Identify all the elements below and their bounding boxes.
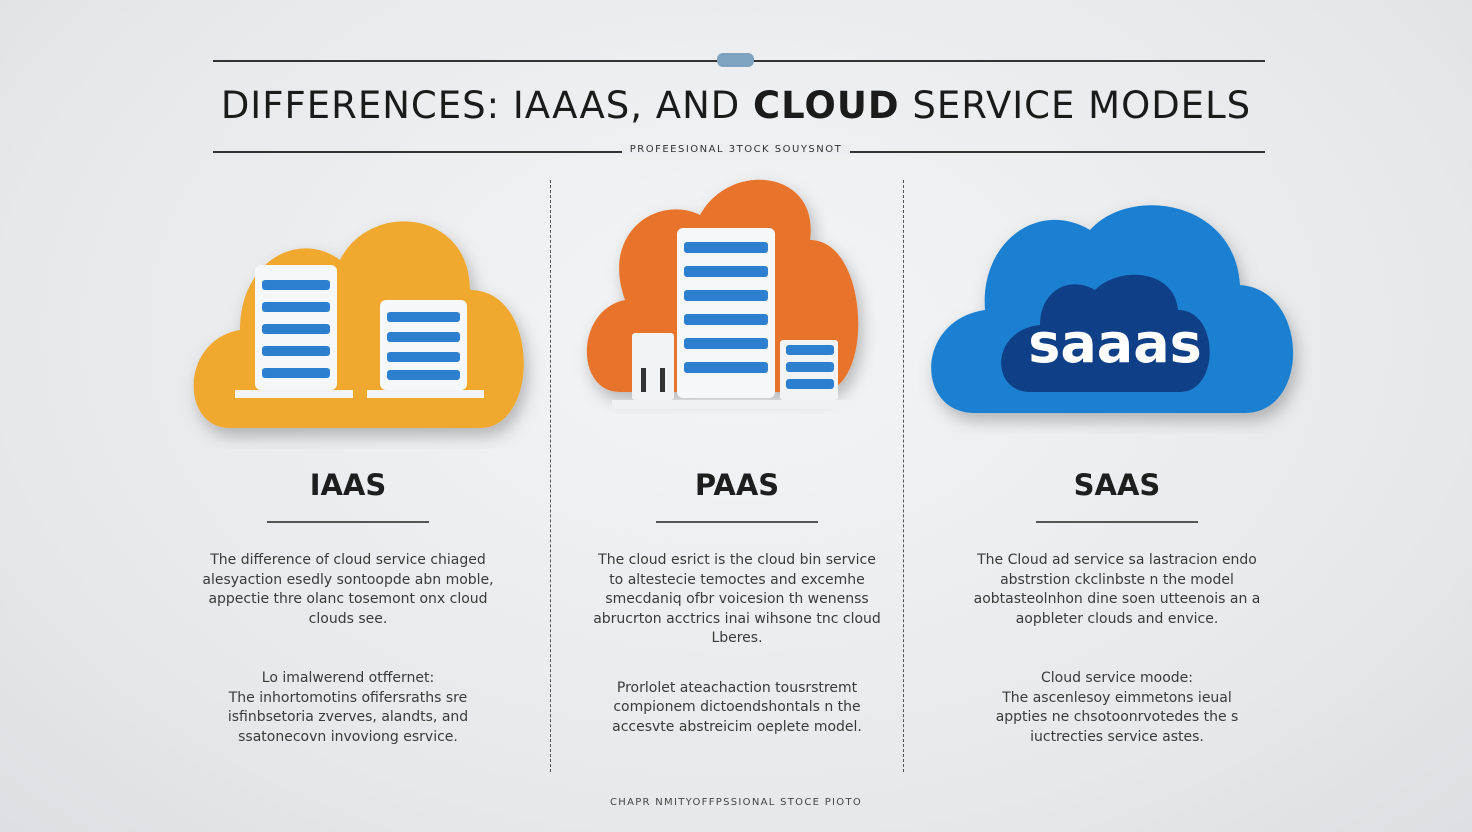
heading-underline — [656, 521, 818, 523]
column-description: The Cloud ad service sa lastracion endo … — [973, 552, 1261, 627]
column-subtitle: Prorlolet ateachaction tousrstremt — [616, 679, 858, 696]
paas-cloud-icon — [586, 179, 859, 409]
column-divider — [903, 180, 904, 772]
column-paas: PAAS The cloud esrict is the cloud bin s… — [567, 460, 907, 737]
column-description: The difference of cloud service chiaged … — [202, 552, 494, 627]
column-detail: The ascenlesoy eimmetons ieual appties n… — [995, 689, 1239, 745]
iaas-cloud-icon — [193, 221, 524, 428]
column-iaas: IAAS The difference of cloud service chi… — [178, 460, 518, 747]
saas-badge: saaas — [1028, 312, 1202, 375]
heading-underline — [1036, 521, 1198, 523]
page-title: DIFFERENCES: IAAAS, AND CLOUD SERVICE MO… — [220, 84, 1252, 127]
column-divider — [550, 180, 551, 772]
subtitle: PROFEESIONAL 3TOCK SOUYSNOT — [0, 144, 1472, 155]
column-heading: SAAS — [1073, 468, 1161, 502]
top-pill — [717, 53, 754, 67]
column-detail: The inhortomotins ofifersraths sre isfin… — [227, 689, 469, 745]
column-subtitle: Lo imalwerend otffernet: — [261, 670, 435, 686]
column-subtitle: Cloud service moode: — [1040, 670, 1194, 686]
saas-cloud-icon — [931, 205, 1294, 413]
column-heading: PAAS — [694, 468, 780, 502]
column-saas: SAAS The Cloud ad service sa lastracion … — [947, 460, 1287, 747]
column-description: The cloud esrict is the cloud bin servic… — [593, 552, 881, 646]
heading-underline — [267, 521, 429, 523]
footer-caption: CHAPR NMITYOFFPSSIONAL STOCE PIOTO — [609, 797, 863, 808]
column-detail: compionem dictoendshontals n the accesvt… — [612, 699, 862, 735]
column-heading: IAAS — [309, 468, 387, 502]
